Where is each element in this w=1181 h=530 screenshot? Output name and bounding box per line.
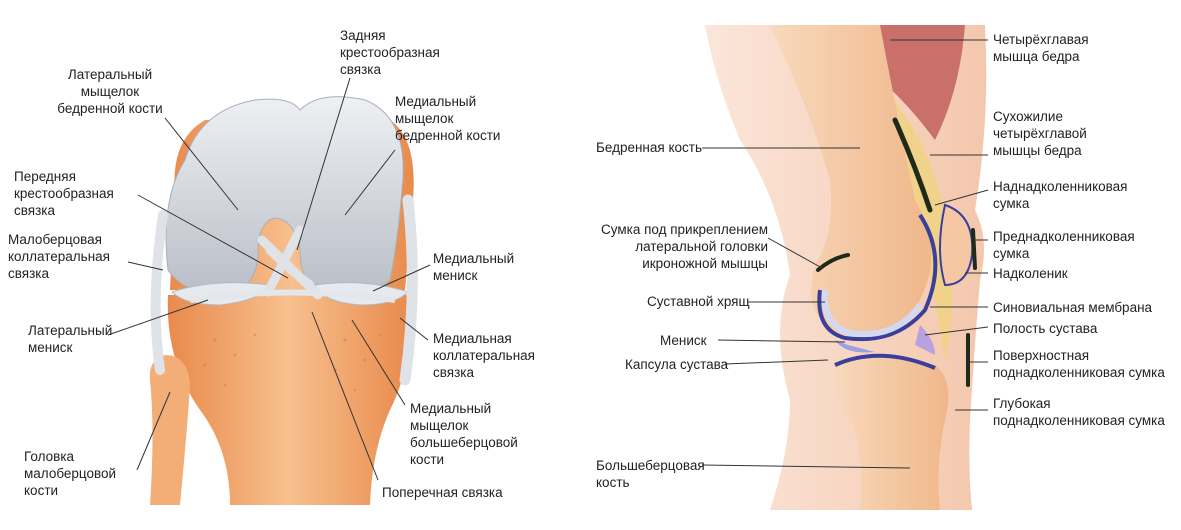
- gastrocnemius-bursa-shape: [816, 253, 850, 272]
- transverse-ligament-shape: [189, 289, 396, 303]
- label-lateral-femoral-condyle: Латеральный мыщелок бедренной кости: [57, 67, 163, 116]
- label-fibula-head: Головка малоберцовой кости: [24, 449, 117, 498]
- label-femur: Бедренная кость: [596, 140, 702, 155]
- label-medial-tibial-condyle: Медиальный мыщелок большеберцовой кости: [410, 401, 518, 467]
- lateral-collateral-ligament: [150, 210, 168, 375]
- tibia-cartilage-line: [834, 353, 936, 370]
- joint-cavity-shape: [915, 325, 935, 355]
- label-joint-capsule: Капсула сустава: [625, 357, 729, 372]
- label-suprapatellar-bursa: Наднадколенниковая сумка: [993, 179, 1128, 211]
- label-synovial-membrane: Синовиальная мембрана: [993, 300, 1153, 315]
- bone-texture: [203, 333, 382, 392]
- meniscus-shape: [835, 340, 875, 353]
- cruciate-ligaments: [257, 225, 323, 300]
- label-fibular-collateral-ligament: Малоберцовая коллатеральная связка: [8, 232, 110, 281]
- label-gastrocnemius-bursa: Сумка под прикреплением латеральной голо…: [600, 222, 768, 271]
- prepatellar-bursa-shape: [971, 228, 977, 270]
- label-lateral-meniscus: Латеральный мениск: [28, 323, 113, 355]
- synovial-membrane-shape: [817, 213, 938, 342]
- quadriceps-tendon-bursa: [892, 117, 933, 213]
- label-deep-infrapatellar-bursa: Глубокая поднадколенниковая сумка: [993, 396, 1165, 428]
- label-patella: Надколеник: [993, 266, 1068, 281]
- label-tibia: Большеберцовая кость: [596, 458, 705, 490]
- side-knee-illustration: [705, 25, 987, 510]
- label-medial-collateral-ligament: Медиальная коллатеральная связка: [433, 331, 535, 380]
- fibula-shape: [149, 355, 190, 505]
- medial-collateral-ligament: [399, 194, 418, 386]
- label-joint-cavity: Полость сустава: [993, 321, 1098, 336]
- label-articular-cartilage: Суставной хрящ: [647, 294, 750, 309]
- label-medial-meniscus: Медиальный мениск: [433, 251, 515, 283]
- label-quadriceps-tendon: Сухожилие четырёхглавой мышцы бедра: [993, 109, 1087, 158]
- cartilage-shape: [821, 289, 923, 338]
- front-knee-illustration: [149, 96, 418, 505]
- label-anterior-cruciate-ligament: Передняя крестообразная связка: [14, 169, 114, 218]
- side-leader-lines: [701, 39, 989, 469]
- label-medial-femoral-condyle: Медиальный мыщелок бедренной кости: [395, 94, 501, 143]
- femoral-condyles-cartilage: [165, 96, 404, 298]
- label-superficial-infrapatellar-bursa: Поверхностная поднадколенниковая сумка: [993, 348, 1165, 380]
- tibia-side-shape: [834, 355, 949, 510]
- front-leader-lines: [107, 77, 431, 481]
- label-posterior-cruciate-ligament: Задняя крестообразная связка: [340, 28, 440, 77]
- label-meniscus: Мениск: [660, 333, 707, 348]
- patella-shape: [939, 203, 974, 287]
- tibia-shape: [167, 295, 411, 505]
- label-quadriceps: Четырёхглавая мышца бедра: [993, 32, 1089, 64]
- label-transverse-ligament: Поперечная связка: [382, 485, 503, 500]
- label-prepatellar-bursa: Преднадколенниковая сумка: [993, 229, 1135, 261]
- femur-side-shape: [770, 25, 932, 337]
